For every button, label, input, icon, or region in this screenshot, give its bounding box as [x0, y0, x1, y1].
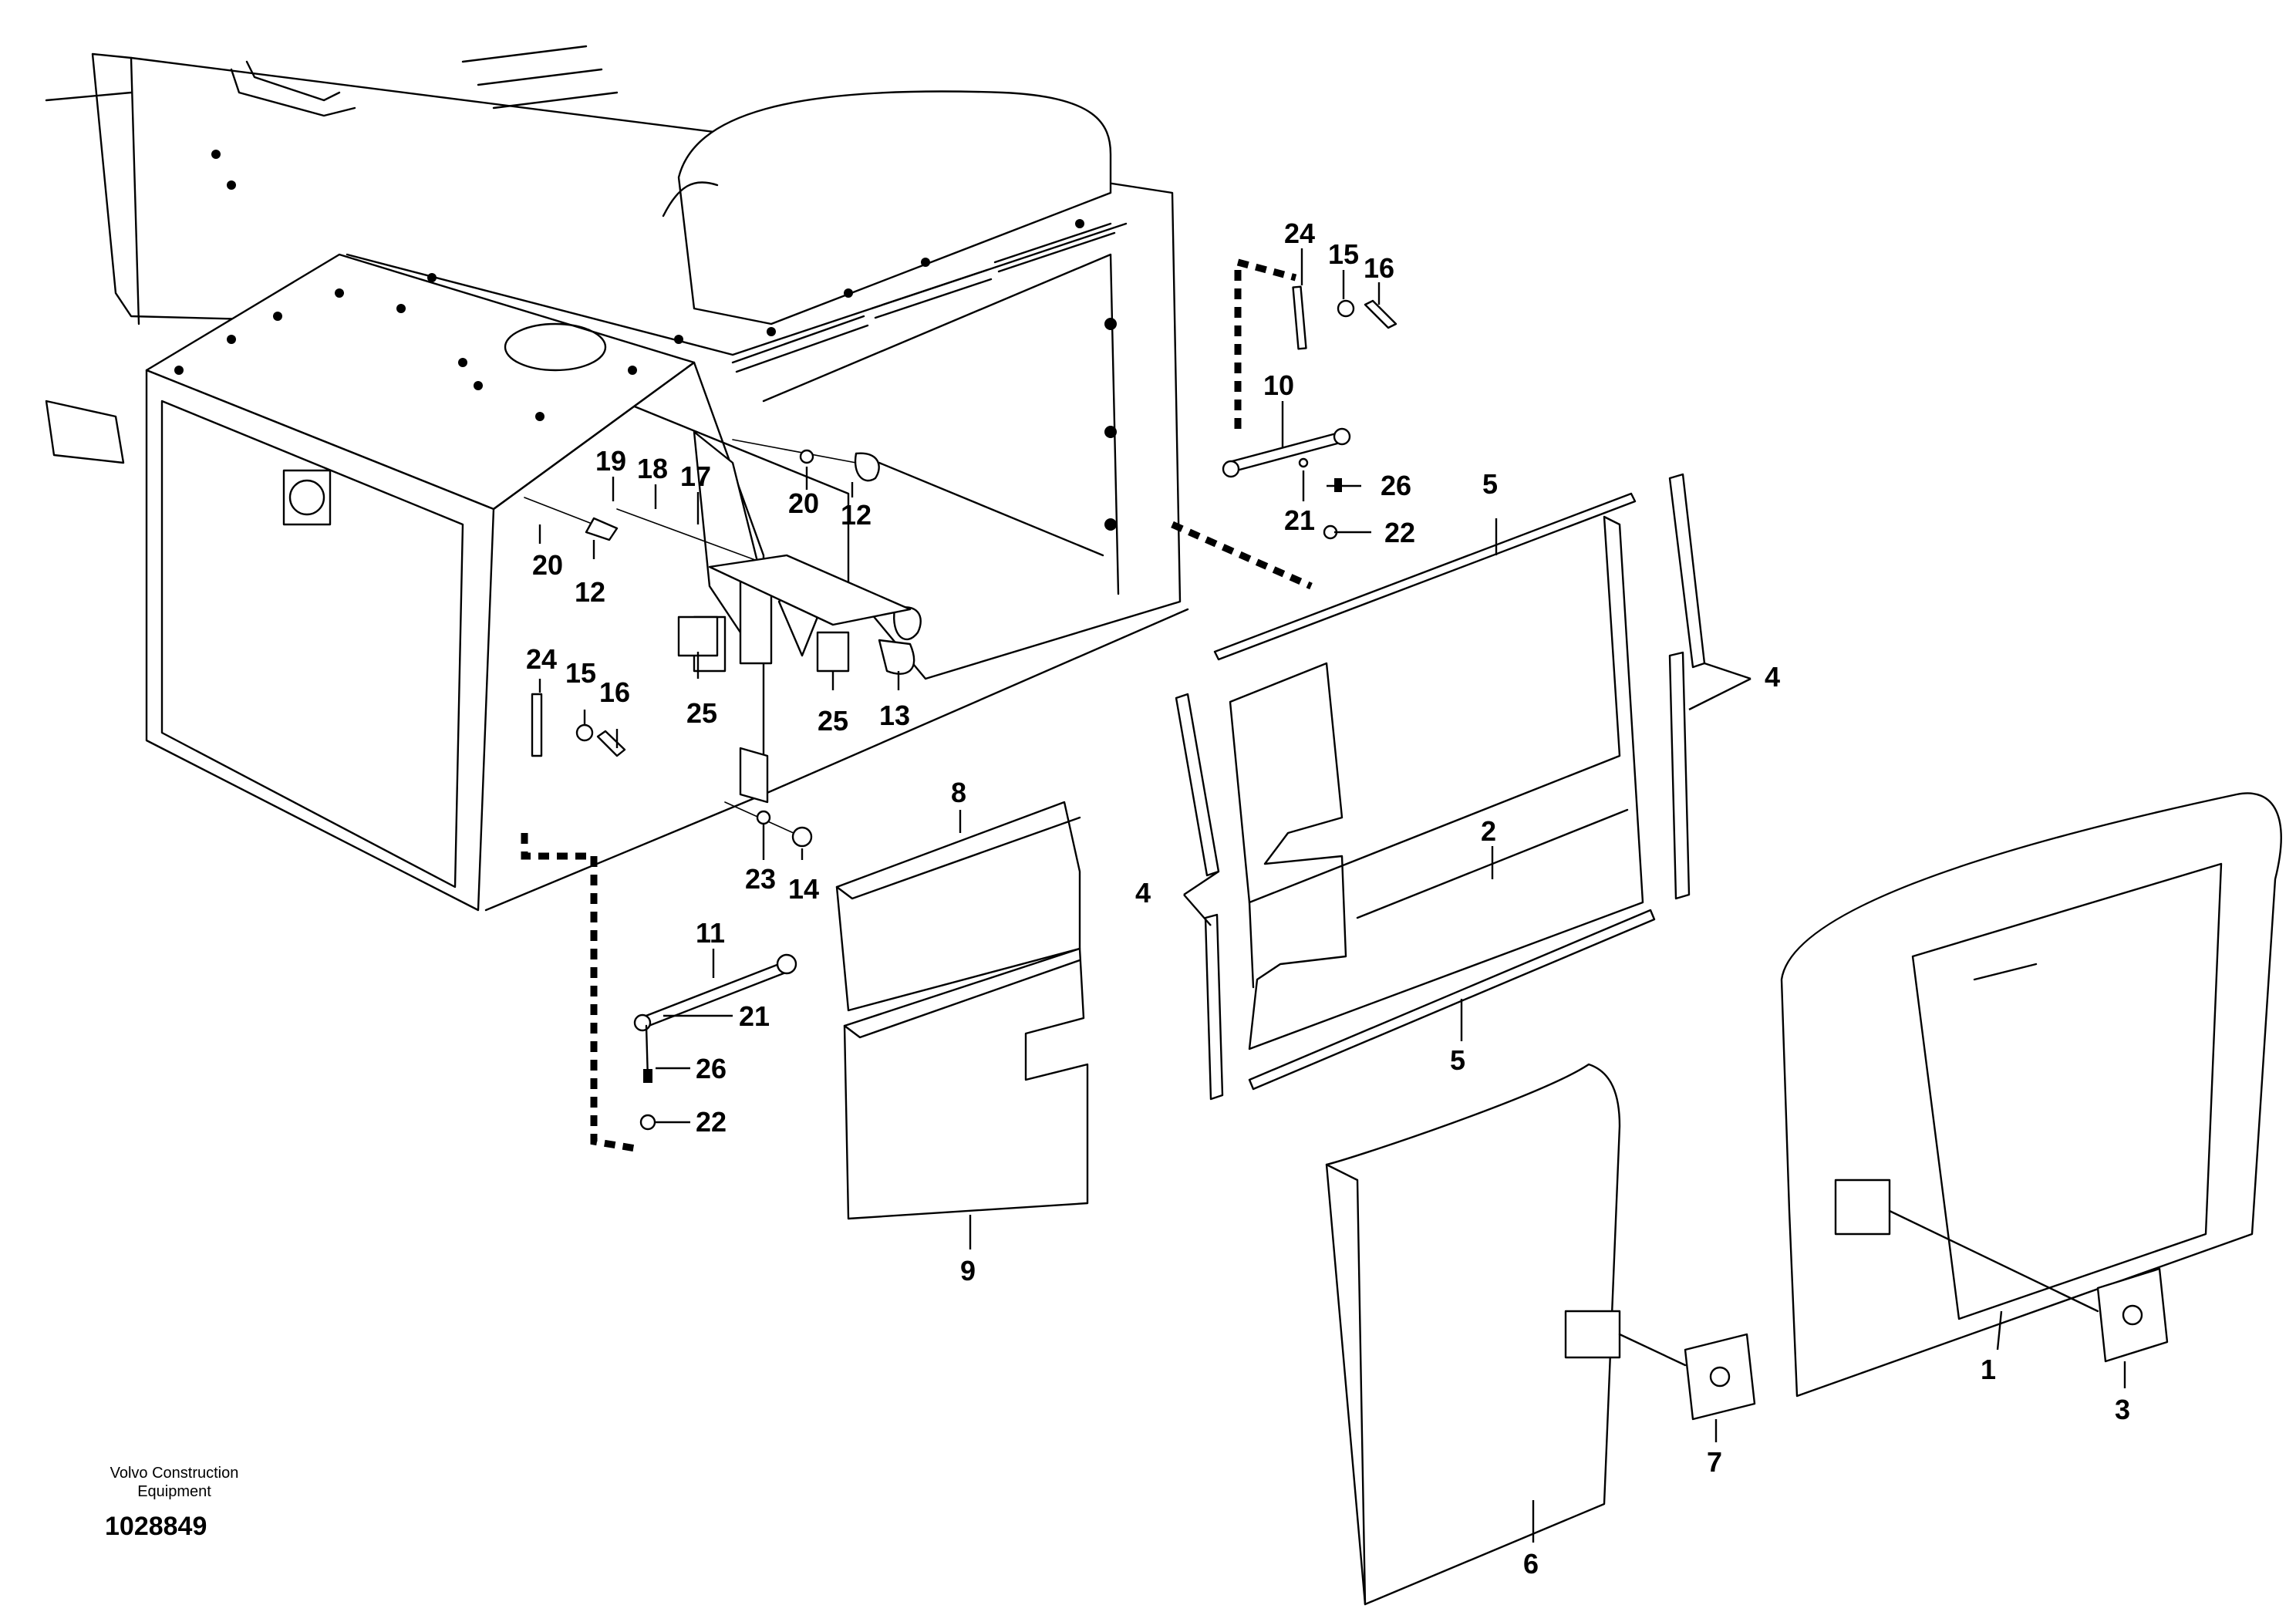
brand-line-2: Equipment: [137, 1483, 211, 1500]
callout-16-lower: 16: [599, 676, 630, 708]
callout-8: 8: [951, 777, 966, 808]
callout-21-lower: 21: [739, 1000, 770, 1032]
callout-5-lower: 5: [1450, 1044, 1465, 1076]
callout-18: 18: [637, 453, 668, 484]
callout-20-upper: 20: [788, 487, 819, 519]
callout-26-lower: 26: [696, 1053, 727, 1084]
callout-4-right: 4: [1765, 661, 1780, 693]
insulation-assembly: [1175, 473, 1706, 1101]
leader-lines: [538, 248, 2126, 1543]
callout-25-left: 25: [686, 697, 717, 729]
callout-14: 14: [788, 873, 819, 905]
drawing-number: 1028849: [105, 1512, 207, 1541]
callout-5-upper: 5: [1482, 468, 1498, 500]
callout-21-upper: 21: [1284, 504, 1315, 536]
brand-line-1: Volvo Construction: [110, 1465, 239, 1482]
insulation-pads: [835, 801, 1089, 1220]
callout-24-lower: 24: [526, 643, 557, 675]
callout-10: 10: [1263, 369, 1294, 401]
callout-24-upper: 24: [1284, 218, 1315, 249]
callout-12-lower: 12: [575, 576, 605, 608]
callout-15-lower: 15: [565, 657, 596, 689]
callout-11: 11: [696, 917, 725, 949]
drawing-footer: Volvo Construction Equipment 1028849: [74, 1464, 275, 1542]
callout-25-right: 25: [818, 705, 848, 737]
callout-12-upper: 12: [841, 499, 872, 531]
callout-23: 23: [745, 863, 776, 895]
callout-labels: 24 15 16 10 26 21 22 5 4 19 18 17 20 12 …: [526, 218, 2130, 1580]
callout-1: 1: [1981, 1354, 1996, 1385]
callout-16-upper: 16: [1364, 252, 1394, 284]
door-6: [1325, 1063, 1756, 1606]
fastener-group-lower: [521, 693, 813, 1153]
callout-9: 9: [960, 1255, 976, 1286]
fastener-group-upper: [1171, 258, 1397, 590]
callout-17: 17: [680, 460, 711, 492]
callout-22-lower: 22: [696, 1106, 727, 1138]
callout-3: 3: [2115, 1394, 2130, 1425]
callout-6: 6: [1523, 1548, 1539, 1580]
callout-22-upper: 22: [1384, 517, 1415, 548]
callout-20-lower: 20: [532, 549, 563, 581]
callout-26-upper: 26: [1381, 470, 1411, 501]
door-1: [1780, 792, 2282, 1398]
callout-4-left: 4: [1135, 877, 1151, 909]
callout-19: 19: [595, 445, 626, 477]
callout-2: 2: [1481, 815, 1496, 847]
frame-assembly: [45, 45, 1189, 912]
callout-15-upper: 15: [1328, 238, 1359, 270]
callout-13: 13: [879, 700, 910, 731]
latch-group-upper: [524, 439, 922, 675]
callout-7: 7: [1707, 1446, 1722, 1478]
